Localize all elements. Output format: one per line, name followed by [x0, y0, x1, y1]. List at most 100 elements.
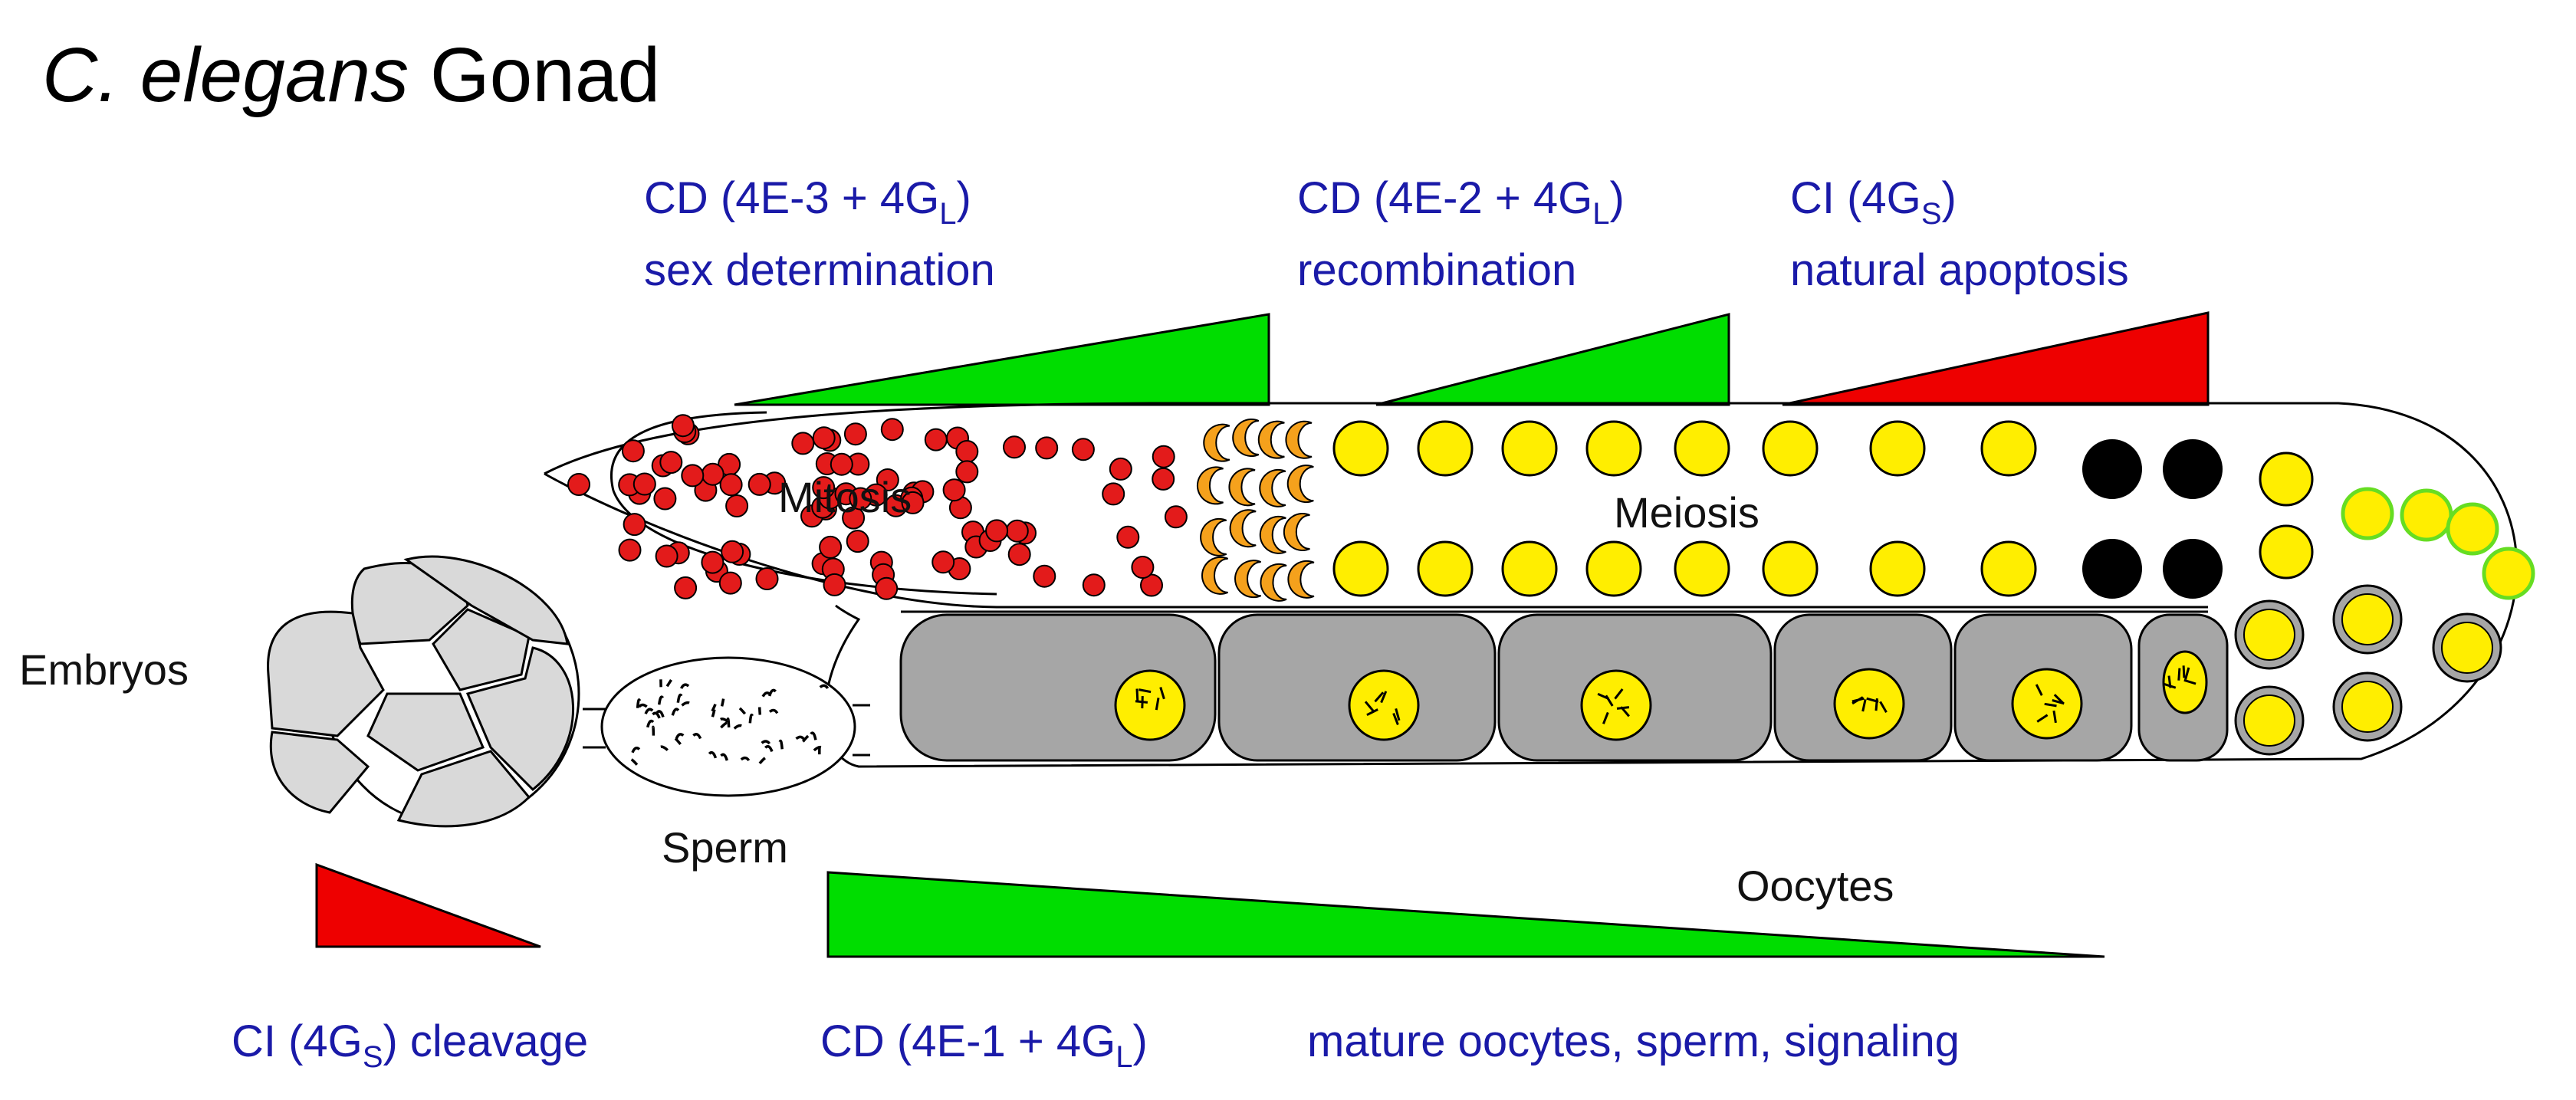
- mitotic-nucleus: [674, 576, 698, 599]
- mitotic-nucleus: [1102, 482, 1125, 506]
- mitotic-nucleus: [623, 513, 646, 537]
- mitotic-nucleus: [681, 464, 705, 488]
- chromosome: [1159, 687, 1165, 700]
- oocyte-nucleus: [2441, 622, 2493, 674]
- mitotic-nucleus: [701, 550, 724, 574]
- chromosome: [1364, 701, 1375, 712]
- transition-nucleus: [1200, 517, 1227, 557]
- mitotic-nucleus: [621, 439, 645, 463]
- sperm: [644, 708, 654, 714]
- meiotic-nucleus: [2259, 451, 2314, 507]
- meiotic-nucleus: [1332, 540, 1389, 597]
- sperm: [671, 708, 680, 716]
- apoptotic-nucleus: [2082, 439, 2142, 499]
- sperm: [636, 698, 642, 708]
- mitotic-nucleus: [942, 478, 966, 502]
- mitotic-nucleus: [748, 472, 771, 496]
- label-mitosis: Mitosis: [778, 473, 912, 521]
- mitotic-nucleus: [880, 418, 904, 442]
- transition-nucleus: [1201, 556, 1228, 595]
- mitotic-nucleus: [985, 519, 1009, 543]
- sperm: [733, 724, 742, 730]
- sperm: [681, 701, 690, 707]
- meiotic-nucleus: [1674, 540, 1730, 597]
- mitotic-nucleus: [924, 428, 948, 451]
- chromosome: [1392, 712, 1399, 725]
- sperm: [764, 745, 774, 753]
- loop-region-nuclei: [2234, 451, 2535, 756]
- mitotic-nucleus: [671, 414, 695, 438]
- cd-wedge-maturation: [826, 871, 2105, 958]
- apoptotic-nuclei: [2082, 439, 2223, 599]
- chromosome: [1861, 699, 1867, 712]
- transition-nucleus: [1203, 423, 1230, 462]
- cd-wedge-recombination: [1375, 313, 1730, 406]
- sperm: [720, 721, 728, 729]
- sperm: [708, 750, 718, 759]
- mitotic-nucleus: [655, 544, 678, 568]
- sperm: [802, 734, 810, 743]
- embryo-cell: [432, 608, 531, 691]
- sperm: [738, 707, 747, 715]
- label-meiosis: Meiosis: [1614, 488, 1760, 537]
- chromosome: [1866, 697, 1879, 703]
- mitotic-nucleus: [1005, 519, 1029, 543]
- sperm: [646, 719, 655, 728]
- sperm: [692, 733, 702, 740]
- mitotic-nucleus: [1003, 435, 1026, 459]
- sperm: [656, 710, 665, 718]
- mitotic-nucleus: [1007, 543, 1031, 566]
- sperm: [726, 717, 731, 727]
- chromosome: [2164, 682, 2177, 689]
- mitotic-nucleus: [755, 567, 779, 590]
- meiotic-nucleus: [1501, 540, 1558, 597]
- label-recombination-complex: CD (4E-2 + 4GL): [1297, 173, 1625, 231]
- mitotic-nucleus: [823, 573, 846, 596]
- sperm: [630, 758, 639, 766]
- mitotic-nucleus: [1035, 436, 1059, 460]
- meiotic-nucleus: [2446, 502, 2499, 556]
- sperm: [720, 698, 725, 707]
- chromosome: [1374, 691, 1385, 703]
- mitotic-nucleus: [653, 487, 677, 511]
- mitotic-nucleus: [812, 426, 836, 450]
- chromosome: [1135, 688, 1139, 701]
- sperm: [631, 747, 641, 754]
- mitotic-nucleus: [632, 472, 656, 496]
- mitotic-nucleus: [1109, 457, 1132, 481]
- sperm: [768, 708, 779, 714]
- oocyte-nucleus: [1580, 669, 1652, 741]
- sperm: [660, 745, 669, 751]
- chromosome: [1852, 697, 1865, 703]
- mitotic-nucleus: [932, 550, 955, 574]
- meiotic-nucleus: [1980, 540, 2037, 597]
- sperm: [657, 695, 665, 705]
- transition-nucleus: [1259, 515, 1286, 554]
- meiotic-nucleus: [1417, 420, 1474, 477]
- gonad-outline: [544, 402, 2518, 768]
- chromosome: [2036, 714, 2049, 723]
- chromosome: [1366, 708, 1378, 717]
- mitotic-nucleus: [849, 487, 872, 511]
- embryo-cell: [269, 731, 370, 814]
- meiotic-nucleus: [1332, 420, 1389, 477]
- mitotic-nucleus: [791, 432, 815, 455]
- sperm: [652, 711, 661, 719]
- mitotic-nucleus: [1116, 525, 1140, 549]
- embryo-cell: [267, 610, 385, 737]
- mitotic-nucleus: [1152, 467, 1175, 491]
- mitotic-nucleus: [1131, 556, 1155, 579]
- sperm: [810, 731, 817, 740]
- distal-arm-outline: [544, 472, 2208, 609]
- sperm: [720, 717, 729, 723]
- transition-nucleus: [1287, 560, 1315, 599]
- embryo-cell: [396, 750, 531, 828]
- sperm: [638, 703, 648, 708]
- mitotic-nucleus: [718, 571, 742, 595]
- chromosome: [2184, 667, 2190, 680]
- sperm: [711, 704, 717, 712]
- meiotic-nucleus: [1869, 540, 1926, 597]
- sperm: [795, 735, 805, 740]
- meiotic-nucleus: [1762, 540, 1819, 597]
